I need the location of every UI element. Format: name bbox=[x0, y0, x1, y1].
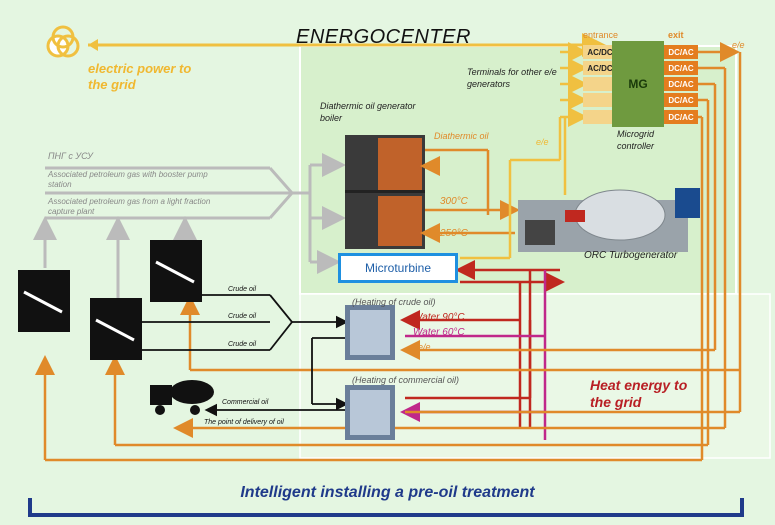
boiler-upper bbox=[345, 135, 425, 196]
water-60-label: Water 60°C bbox=[413, 327, 465, 338]
water-90-label: Water 90°C bbox=[413, 312, 465, 323]
delivery-point-label: The point of delivery of oil bbox=[204, 419, 284, 426]
converter-out-5: DC/AC bbox=[664, 110, 698, 124]
ee-label-top: e/e bbox=[732, 40, 745, 50]
terminals-label: Terminals for other e/e generators bbox=[467, 67, 557, 89]
converter-in-4 bbox=[583, 93, 617, 107]
temp-250-label: 250°C bbox=[440, 228, 468, 239]
orc-turbogenerator bbox=[518, 188, 700, 252]
commercial-oil-label: Commercial oil bbox=[222, 399, 269, 406]
diathermic-oil-label: Diathermic oil bbox=[434, 131, 489, 141]
boiler-label: Diathermic oil generator boiler bbox=[320, 101, 416, 123]
converter-out-2: DC/AC bbox=[664, 61, 698, 75]
orc-turbogenerator-label: ORC Turbogenerator bbox=[584, 250, 678, 261]
oil-tank-right bbox=[150, 240, 202, 302]
heating-commercial-label: (Heating of commercial oil) bbox=[352, 375, 460, 385]
ee-label-mid: e/e bbox=[536, 137, 549, 147]
crude-oil-label-2: Crude oil bbox=[228, 313, 257, 320]
power-grid-icon bbox=[46, 25, 80, 58]
power-to-grid-label: electric power to the grid bbox=[88, 61, 192, 92]
heat-energy-label: Heat energy to the grid bbox=[590, 377, 688, 410]
converter-in-5 bbox=[583, 110, 617, 124]
microgrid-controller-label: Microgrid controller bbox=[617, 129, 655, 151]
gas-line1-label: Associated petroleum gas with booster pu… bbox=[48, 170, 208, 189]
crude-oil-label-3: Crude oil bbox=[228, 341, 257, 348]
converter-in-1: AC/DC bbox=[583, 45, 617, 59]
converter-out-3: DC/AC bbox=[664, 77, 698, 91]
boiler-lower bbox=[345, 193, 425, 249]
converter-in-2: AC/DC bbox=[583, 61, 617, 75]
tanker-truck-icon bbox=[150, 380, 214, 415]
microturbine-box: Microturbine bbox=[338, 253, 458, 283]
oil-tank-middle bbox=[90, 298, 142, 360]
gas-header-label: ПНГ с УСУ bbox=[48, 151, 93, 161]
ee-label-bottom: e/e bbox=[418, 342, 431, 352]
exit-label: exit bbox=[668, 30, 684, 40]
bottom-caption: Intelligent installing a pre-oil treatme… bbox=[240, 484, 535, 501]
converter-out-4: DC/AC bbox=[664, 93, 698, 107]
converter-in-3 bbox=[583, 77, 617, 91]
heat-exchanger-commercial bbox=[345, 385, 395, 440]
microgrid-box: MG bbox=[612, 41, 664, 127]
temp-300-label: 300°C bbox=[440, 196, 468, 207]
heating-crude-label: (Heating of crude oil) bbox=[352, 297, 436, 307]
oil-tank-left bbox=[18, 270, 70, 332]
entrance-label: entrance bbox=[583, 30, 619, 40]
crude-oil-label-1: Crude oil bbox=[228, 286, 257, 293]
bottom-bracket bbox=[28, 498, 744, 517]
power-arrow-left bbox=[88, 39, 98, 51]
gas-line2-label: Associated petroleum gas from a light fr… bbox=[48, 197, 211, 216]
heat-exchanger-crude bbox=[345, 305, 395, 360]
energocenter-title: ENERGOCENTER bbox=[296, 26, 471, 48]
converter-out-1: DC/AC bbox=[664, 45, 698, 59]
